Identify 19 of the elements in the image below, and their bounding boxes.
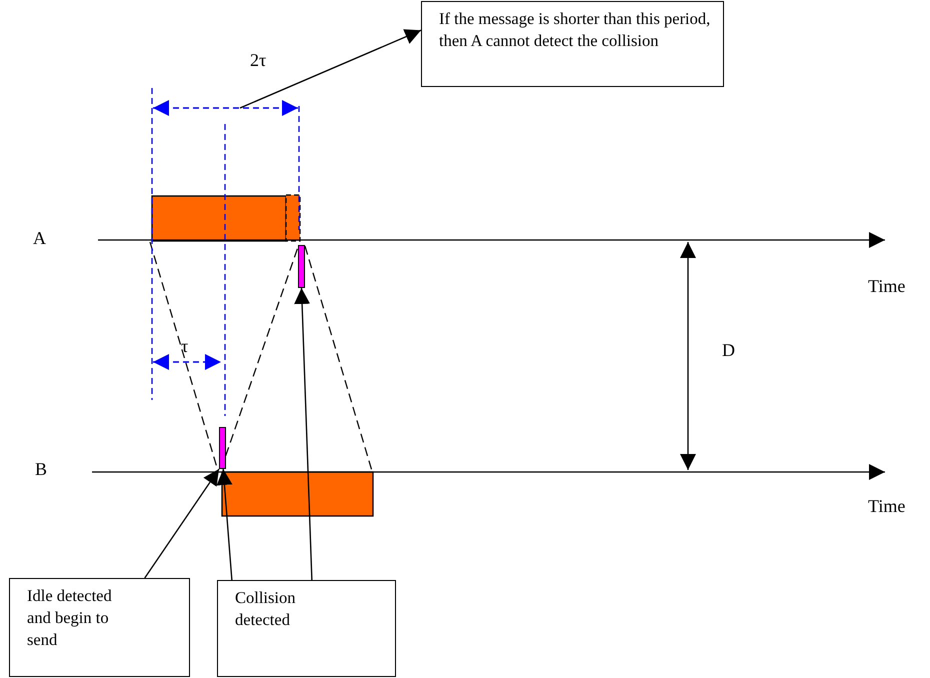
axis-label: Time [868, 496, 906, 516]
dimension-label: τ [181, 336, 188, 356]
dimension-label: 2τ [250, 50, 266, 70]
axis-label: Time [868, 276, 906, 296]
signal-marker [298, 245, 305, 288]
dimension-label: D [722, 340, 735, 360]
leader-arrow [240, 29, 422, 109]
callout-box [421, 1, 724, 87]
signal-marker [219, 427, 226, 469]
station-label: B [35, 459, 48, 479]
callout-text: If the message is shorter than this period, then A cannot detect the collision [439, 8, 712, 52]
leader-arrow [216, 468, 232, 580]
callout-text: Collision detected [235, 587, 297, 631]
leader-arrow [144, 468, 220, 578]
callout-text: Idle detected and begin to send [27, 585, 113, 651]
station-label: A [33, 228, 46, 248]
callout-box [9, 578, 190, 677]
callout-box [217, 580, 396, 677]
leader-arrow [294, 288, 313, 580]
